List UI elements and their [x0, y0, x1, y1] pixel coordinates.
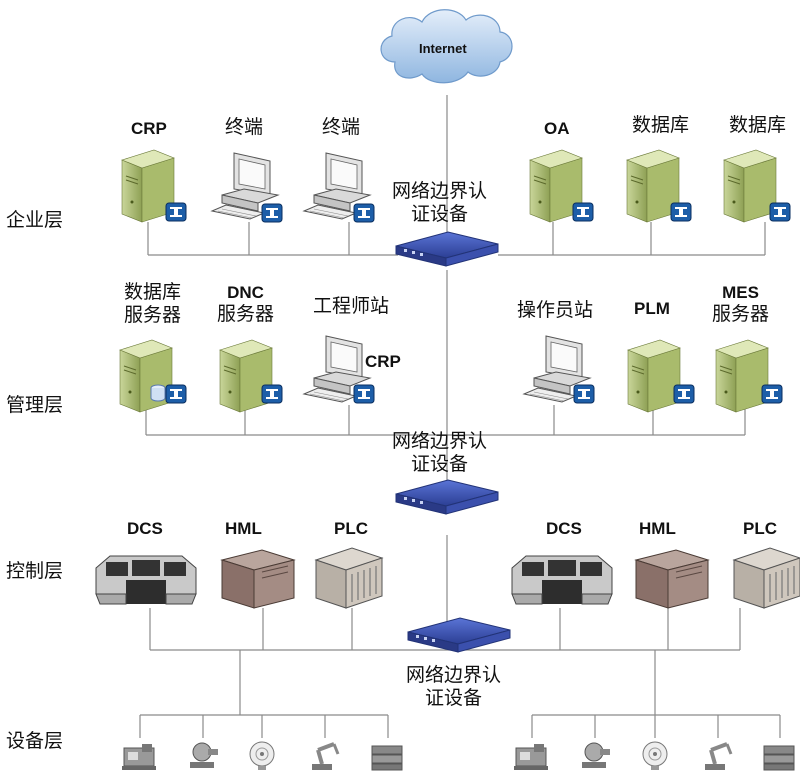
control-plc-right[interactable]	[733, 547, 800, 609]
engineer-station-label: 工程师站	[313, 295, 390, 317]
management-operator-station[interactable]	[523, 335, 595, 404]
enterprise-database-server-2[interactable]	[723, 149, 791, 223]
management-engineer-station[interactable]	[303, 335, 375, 404]
database-label: 数据库	[632, 114, 690, 136]
boundary-device-label-bottom: 网络边界认 证设备	[406, 664, 502, 709]
enterprise-oa-server[interactable]	[529, 149, 594, 223]
db-server-label: 数据库 服务器	[124, 281, 182, 326]
management-dnc-server[interactable]	[219, 339, 283, 413]
control-dcs-left[interactable]	[95, 555, 197, 605]
field-device-rack-icon[interactable]	[763, 745, 795, 771]
database-label: 数据库	[729, 114, 787, 136]
layer-label-device: 设备层	[6, 730, 64, 752]
dcs-label-left: DCS	[127, 519, 163, 538]
oa-label: OA	[544, 119, 570, 138]
field-device-pump-icon[interactable]	[189, 742, 219, 769]
field-device-rack-icon[interactable]	[371, 745, 403, 771]
control-plc-left[interactable]	[315, 547, 383, 609]
mes-server-label: MES 服务器	[712, 283, 770, 326]
field-device-gauge-icon[interactable]	[249, 741, 275, 771]
management-mes-server[interactable]	[715, 339, 783, 413]
field-device-cnc-icon[interactable]	[121, 743, 157, 771]
field-device-pump-icon[interactable]	[581, 742, 611, 769]
enterprise-terminal-2[interactable]	[303, 152, 375, 223]
boundary-device-label-middle: 网络边界认 证设备	[392, 430, 488, 475]
plc-label-right: PLC	[743, 519, 777, 538]
internet-label: Internet	[419, 41, 467, 56]
field-device-robot-icon[interactable]	[703, 742, 733, 772]
field-device-robot-icon[interactable]	[310, 742, 340, 772]
field-device-gauge-icon[interactable]	[642, 741, 668, 771]
dnc-server-label: DNC 服务器	[217, 283, 275, 326]
internet-cloud-icon[interactable]	[380, 9, 513, 84]
enterprise-database-server-1[interactable]	[626, 149, 692, 223]
enterprise-terminal-1[interactable]	[211, 152, 283, 223]
control-hml-left[interactable]	[221, 549, 295, 609]
plm-label: PLM	[634, 299, 670, 318]
boundary-switch-middle-icon[interactable]	[395, 479, 499, 515]
boundary-device-label-top: 网络边界认 证设备	[392, 180, 488, 225]
terminal-label: 终端	[322, 116, 361, 138]
plc-label-left: PLC	[334, 519, 368, 538]
management-db-server[interactable]	[119, 339, 187, 413]
control-dcs-right[interactable]	[511, 555, 613, 605]
layer-label-enterprise: 企业层	[6, 209, 64, 231]
operator-station-label: 操作员站	[517, 299, 594, 321]
control-hml-right[interactable]	[635, 549, 709, 609]
layer-label-control: 控制层	[6, 560, 64, 582]
terminal-label: 终端	[225, 116, 264, 138]
enterprise-crp-server[interactable]	[121, 149, 187, 223]
boundary-switch-top-icon[interactable]	[395, 231, 499, 267]
boundary-switch-bottom-icon[interactable]	[407, 617, 511, 653]
layer-label-management: 管理层	[6, 394, 64, 416]
management-crp-label: CRP	[365, 352, 401, 371]
crp-label: CRP	[131, 119, 167, 138]
field-device-cnc-icon[interactable]	[513, 743, 549, 771]
dcs-label-right: DCS	[546, 519, 582, 538]
management-plm-server[interactable]	[627, 339, 695, 413]
hml-label-left: HML	[225, 519, 262, 538]
hml-label-right: HML	[639, 519, 676, 538]
